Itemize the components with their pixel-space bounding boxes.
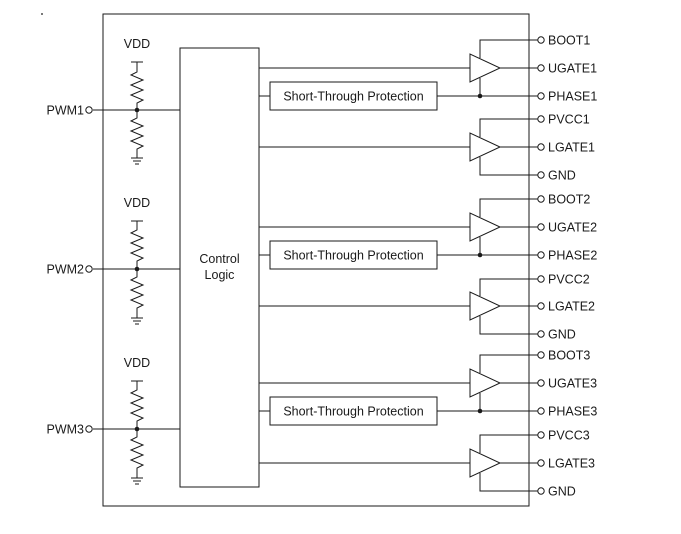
gnd1-label: GND [548,169,576,183]
pwm-input-1: VDD PWM1 [47,37,180,165]
driver-channel-1: Short-Through Protection BOOT1 UGATE1 PH… [259,34,597,183]
boot3-label: BOOT3 [548,349,590,363]
pin-gnd-2 [537,330,545,338]
pin-gnd-3 [537,487,545,495]
control-logic-label-line1: Control [199,252,239,266]
boot-rail-2 [479,198,538,217]
phase1-label: PHASE1 [548,90,597,104]
gnd2-label: GND [548,328,576,342]
pin-pvcc1 [537,115,545,123]
pin-pwm1 [85,106,93,114]
lower-driver-buffer-1 [469,132,502,162]
junction-dot [134,426,140,432]
boot-rail-3 [479,354,538,373]
pin-gnd-1 [537,171,545,179]
vdd-label-2: VDD [124,196,150,210]
junction-dot [134,107,140,113]
pin-lgate3 [537,459,545,467]
boot1-label: BOOT1 [548,34,590,48]
pin-phase3 [537,407,545,415]
lgate1-label: LGATE1 [548,141,595,155]
upper-driver-buffer-1 [469,53,502,83]
pwm-input-2: VDD PWM2 [47,196,180,325]
driver-channel-2: Short-Through Protection BOOT2 UGATE2 PH… [259,193,597,342]
junction-dot [134,266,140,272]
upper-driver-buffer-3 [469,368,502,398]
lower-driver-buffer-3 [469,448,502,478]
pullup-pulldown-resistors-1 [129,61,145,165]
phase3-label: PHASE3 [548,405,597,419]
pin-pvcc2 [537,275,545,283]
protection-label-1: Short-Through Protection [283,90,423,104]
pin-boot2 [537,195,545,203]
pin-boot1 [537,36,545,44]
protection-label-3: Short-Through Protection [283,405,423,419]
pvcc-rail-3 [479,434,538,453]
gnd-rail-3 [479,473,538,492]
pwm3-label: PWM3 [47,423,85,437]
control-logic-block: Control Logic [179,47,260,488]
pin-pvcc3 [537,431,545,439]
pvcc1-label: PVCC1 [548,113,590,127]
pin-ugate1 [537,64,545,72]
phase2-label: PHASE2 [548,249,597,263]
pwm2-label: PWM2 [47,263,85,277]
pvcc2-label: PVCC2 [548,273,590,287]
pvcc-rail-1 [479,118,538,137]
pin-phase1 [537,92,545,100]
pullup-pulldown-resistors-2 [129,220,145,325]
pvcc3-label: PVCC3 [548,429,590,443]
gnd-rail-2 [479,316,538,335]
ugate1-label: UGATE1 [548,62,597,76]
pin-boot3 [537,351,545,359]
ugate3-label: UGATE3 [548,377,597,391]
pvcc-rail-2 [479,278,538,296]
pin-lgate1 [537,143,545,151]
pin-ugate2 [537,223,545,231]
pwm-input-3: VDD PWM3 [47,356,180,485]
corner-mark [41,13,43,15]
boot2-label: BOOT2 [548,193,590,207]
lower-driver-buffer-2 [469,291,502,321]
vdd-label-3: VDD [124,356,150,370]
gnd-rail-1 [479,157,538,176]
upper-driver-buffer-2 [469,212,502,242]
lgate3-label: LGATE3 [548,457,595,471]
control-logic-label-line2: Logic [205,268,235,282]
pin-pwm2 [85,265,93,273]
pin-lgate2 [537,302,545,310]
pin-pwm3 [85,425,93,433]
pin-phase2 [537,251,545,259]
pwm1-label: PWM1 [47,104,85,118]
pullup-pulldown-resistors-3 [129,380,145,485]
pin-ugate3 [537,379,545,387]
ugate2-label: UGATE2 [548,221,597,235]
boot-rail-1 [479,39,538,58]
gnd3-label: GND [548,485,576,499]
driver-channel-3: Short-Through Protection BOOT3 UGATE3 PH… [259,349,597,499]
protection-label-2: Short-Through Protection [283,249,423,263]
vdd-label-1: VDD [124,37,150,51]
lgate2-label: LGATE2 [548,300,595,314]
ic-boundary [102,13,530,507]
